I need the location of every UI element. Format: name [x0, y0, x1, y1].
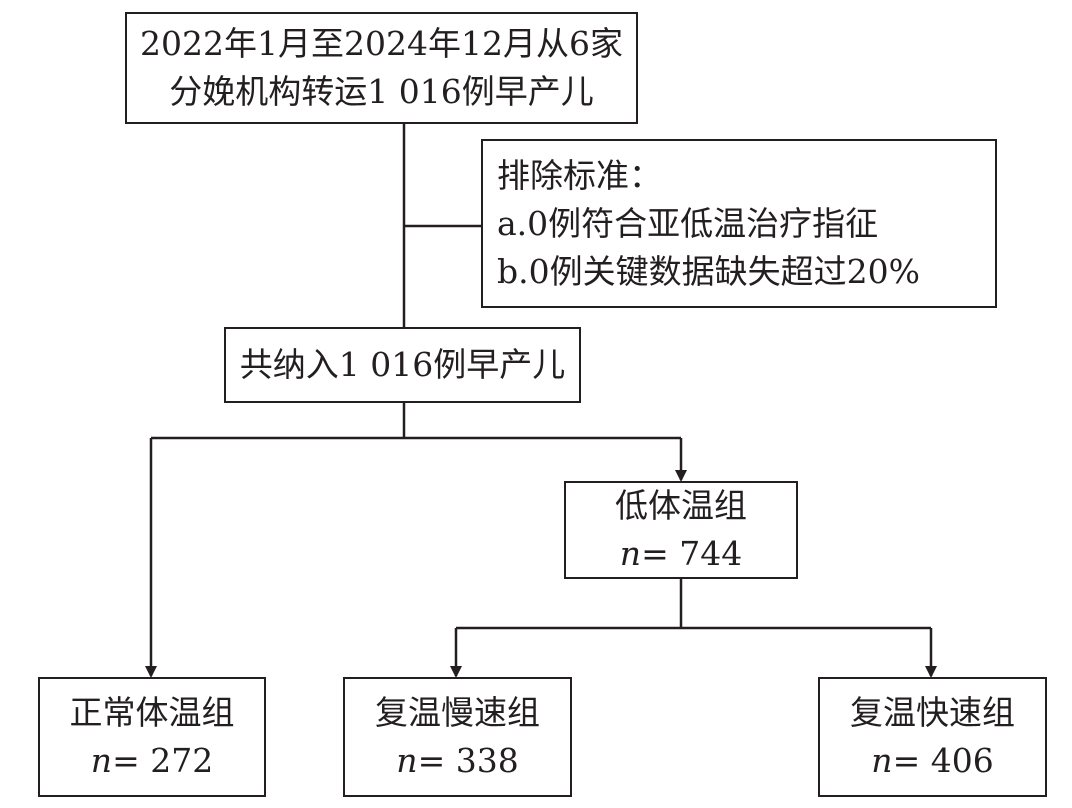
slow-n: n= 338: [396, 737, 518, 785]
hypothermia-n-value: = 744: [641, 534, 743, 573]
fast-box: 复温快速组 n= 406: [818, 677, 1047, 797]
fast-n: n= 406: [871, 737, 993, 785]
normal-n: n= 272: [91, 737, 213, 785]
n-symbol: n: [90, 741, 113, 780]
fast-n-value: = 406: [892, 741, 994, 780]
source-box: 2022年1月至2024年12月从6家 分娩机构转运1 016例早产儿: [125, 12, 638, 124]
normal-label: 正常体温组: [69, 693, 235, 732]
hypothermia-box: 低体温组 n= 744: [564, 481, 798, 579]
source-line-1: 2022年1月至2024年12月从6家: [140, 24, 623, 63]
hypothermia-n: n= 744: [620, 530, 742, 578]
exclusion-box: 排除标准： a.0例符合亚低温治疗指征 b.0例关键数据缺失超过20%: [481, 139, 997, 308]
slow-label: 复温慢速组: [375, 693, 540, 732]
slow-n-value: = 338: [417, 741, 519, 780]
source-line-2: 分娩机构转运1 016例早产儿: [169, 72, 594, 111]
slow-box: 复温慢速组 n= 338: [343, 677, 572, 797]
exclusion-item-a: a.0例符合亚低温治疗指征: [497, 203, 879, 243]
n-symbol: n: [396, 741, 418, 780]
included-box: 共纳入1 016例早产儿: [224, 327, 581, 403]
n-symbol: n: [619, 534, 642, 573]
included-label: 共纳入1 016例早产儿: [239, 345, 566, 384]
exclusion-item-b: b.0例关键数据缺失超过20%: [497, 251, 920, 291]
n-symbol: n: [871, 741, 893, 780]
normal-n-value: = 272: [112, 741, 214, 780]
hypothermia-label: 低体温组: [615, 486, 747, 525]
exclusion-title: 排除标准：: [497, 155, 662, 195]
fast-label: 复温快速组: [850, 693, 1015, 732]
normal-box: 正常体温组 n= 272: [38, 677, 266, 797]
